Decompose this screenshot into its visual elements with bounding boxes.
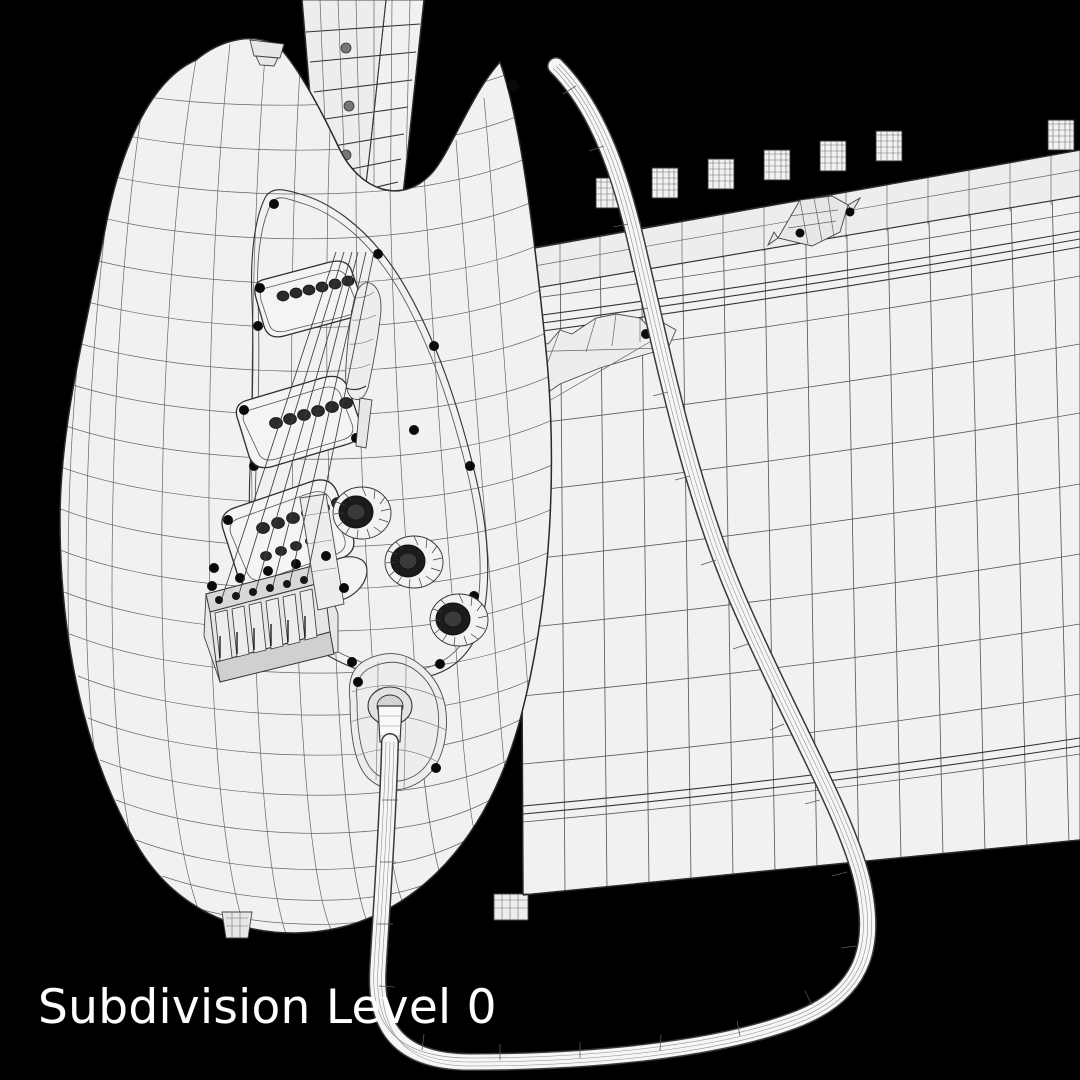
amp-bottom-edge bbox=[522, 839, 1080, 896]
amp-knob[interactable] bbox=[1047, 119, 1075, 151]
guitar-body-group bbox=[59, 37, 553, 939]
guitar-tone-knob-2[interactable] bbox=[429, 593, 489, 647]
guitar-strap-button-lower bbox=[221, 911, 253, 939]
instrument-cable bbox=[368, 57, 877, 1072]
amp-knob[interactable] bbox=[651, 167, 679, 199]
cable-segments bbox=[377, 85, 857, 1060]
guitar-amplifier bbox=[493, 119, 1080, 921]
guitar-tremolo-bridge bbox=[203, 493, 368, 683]
amp-logo-badge bbox=[766, 195, 862, 247]
cable-anchor-dot bbox=[507, 80, 519, 92]
guitar-body-outline bbox=[59, 37, 553, 934]
amp-cabinet-foot bbox=[493, 893, 529, 921]
amp-control-knobs[interactable] bbox=[595, 119, 1075, 209]
cable-plug bbox=[377, 705, 403, 743]
guitar-tone-knob-1[interactable] bbox=[384, 535, 444, 589]
guitar-strap-button-upper bbox=[249, 39, 285, 67]
guitar-strings bbox=[221, 251, 375, 599]
amp-knob[interactable] bbox=[707, 158, 735, 190]
amp-knob[interactable] bbox=[819, 140, 847, 172]
guitar-volume-knob[interactable] bbox=[332, 486, 392, 540]
amp-knob[interactable] bbox=[875, 130, 903, 162]
guitar-pickup-selector[interactable] bbox=[345, 282, 382, 449]
subdivision-level-caption: Subdivision Level 0 bbox=[38, 980, 497, 1035]
amp-knob[interactable] bbox=[763, 149, 791, 181]
cable-highlight-lines bbox=[373, 63, 872, 1067]
